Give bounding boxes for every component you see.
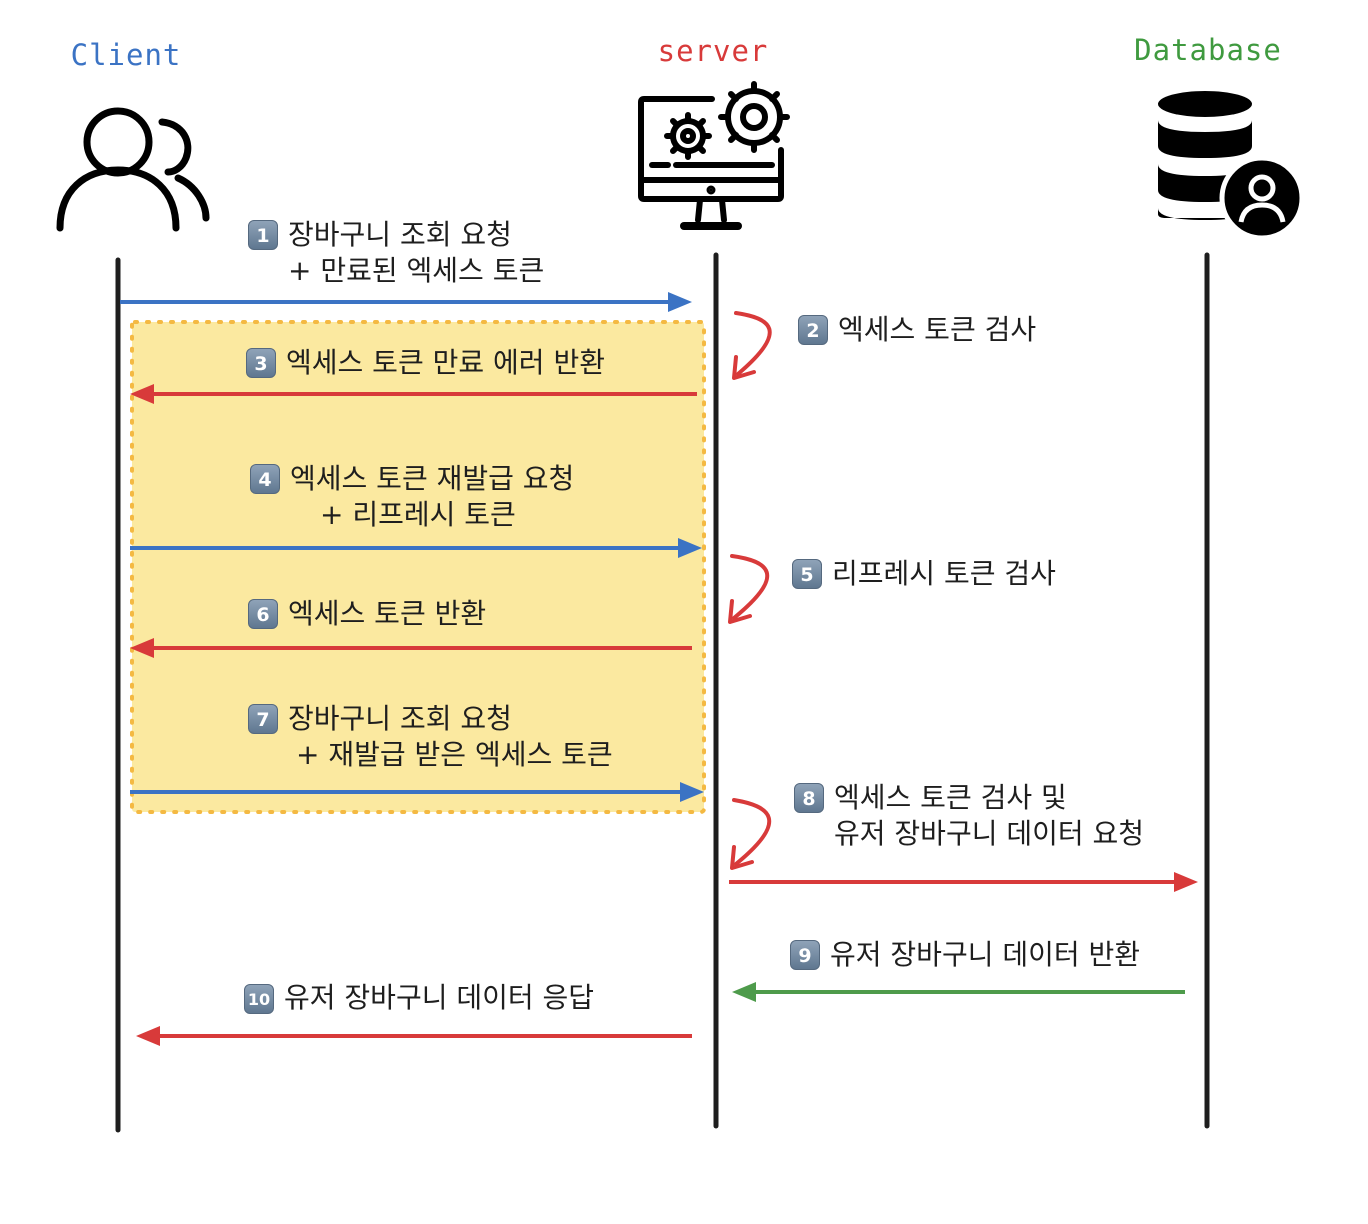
arrow-step-7 [130, 782, 704, 802]
arrow-step-8-self [730, 798, 772, 870]
step-1-message: 1 장바구니 조회 요청 + 만료된 엑세스 토큰 [248, 217, 544, 289]
step-text: 엑세스 토큰 반환 [288, 597, 487, 630]
step-text: + 만료된 엑세스 토큰 [288, 254, 545, 287]
step-6-message: 6 엑세스 토큰 반환 [248, 596, 486, 632]
database-user-icon [1158, 91, 1305, 241]
users-icon [56, 107, 210, 232]
step-badge: 1 [248, 220, 278, 250]
step-text: 유저 장바구니 데이터 반환 [830, 938, 1141, 971]
step-badge: 10 [244, 984, 274, 1014]
step-badge: 7 [248, 704, 278, 734]
step-badge: 3 [246, 348, 276, 378]
step-text: + 리프레시 토큰 [320, 498, 516, 531]
step-badge: 6 [248, 599, 278, 629]
step-text: + 재발급 받은 엑세스 토큰 [296, 738, 613, 771]
step-text: 엑세스 토큰 재발급 요청 [290, 462, 575, 495]
large-gear-icon [718, 81, 790, 153]
step-badge: 9 [790, 940, 820, 970]
step-5-message: 5 리프레시 토큰 검사 [792, 556, 1056, 592]
step-2-message: 2 엑세스 토큰 검사 [798, 312, 1036, 348]
step-badge: 5 [792, 559, 822, 589]
step-badge: 2 [798, 315, 828, 345]
arrow-step-1 [120, 292, 692, 312]
small-gear-icon [664, 112, 712, 160]
step-10-message: 10 유저 장바구니 데이터 응답 [244, 980, 594, 1016]
step-9-message: 9 유저 장바구니 데이터 반환 [790, 937, 1140, 973]
database-label: Database [1134, 33, 1282, 67]
server-gear-monitor-icon [638, 81, 790, 230]
step-3-message: 3 엑세스 토큰 만료 에러 반환 [246, 345, 605, 381]
arrow-step-6 [130, 638, 692, 658]
step-text: 엑세스 토큰 검사 [838, 313, 1037, 346]
token-refresh-highlight [130, 320, 706, 814]
arrow-step-5 [728, 554, 770, 624]
step-text: 엑세스 토큰 검사 및 [834, 781, 1067, 814]
arrow-step-8 [729, 872, 1198, 892]
arrow-step-4 [130, 538, 702, 558]
arrow-step-10 [136, 1026, 692, 1046]
arrow-step-9 [732, 982, 1185, 1002]
step-text: 유저 장바구니 데이터 응답 [284, 981, 595, 1014]
step-text: 장바구니 조회 요청 [288, 702, 512, 735]
step-text: 리프레시 토큰 검사 [832, 557, 1056, 590]
step-8-message: 8 엑세스 토큰 검사 및 유저 장바구니 데이터 요청 [794, 780, 1144, 852]
step-badge: 4 [250, 464, 280, 494]
arrow-step-3 [130, 384, 697, 404]
step-4-message: 4 엑세스 토큰 재발급 요청 + 리프레시 토큰 [250, 461, 574, 533]
step-text: 유저 장바구니 데이터 요청 [834, 817, 1145, 850]
step-badge: 8 [794, 783, 824, 813]
step-7-message: 7 장바구니 조회 요청 + 재발급 받은 엑세스 토큰 [248, 701, 613, 773]
server-label: server [657, 34, 769, 68]
step-text: 엑세스 토큰 만료 에러 반환 [286, 346, 605, 379]
step-text: 장바구니 조회 요청 [288, 218, 512, 251]
client-label: Client [70, 38, 182, 72]
arrow-step-2 [732, 311, 772, 380]
